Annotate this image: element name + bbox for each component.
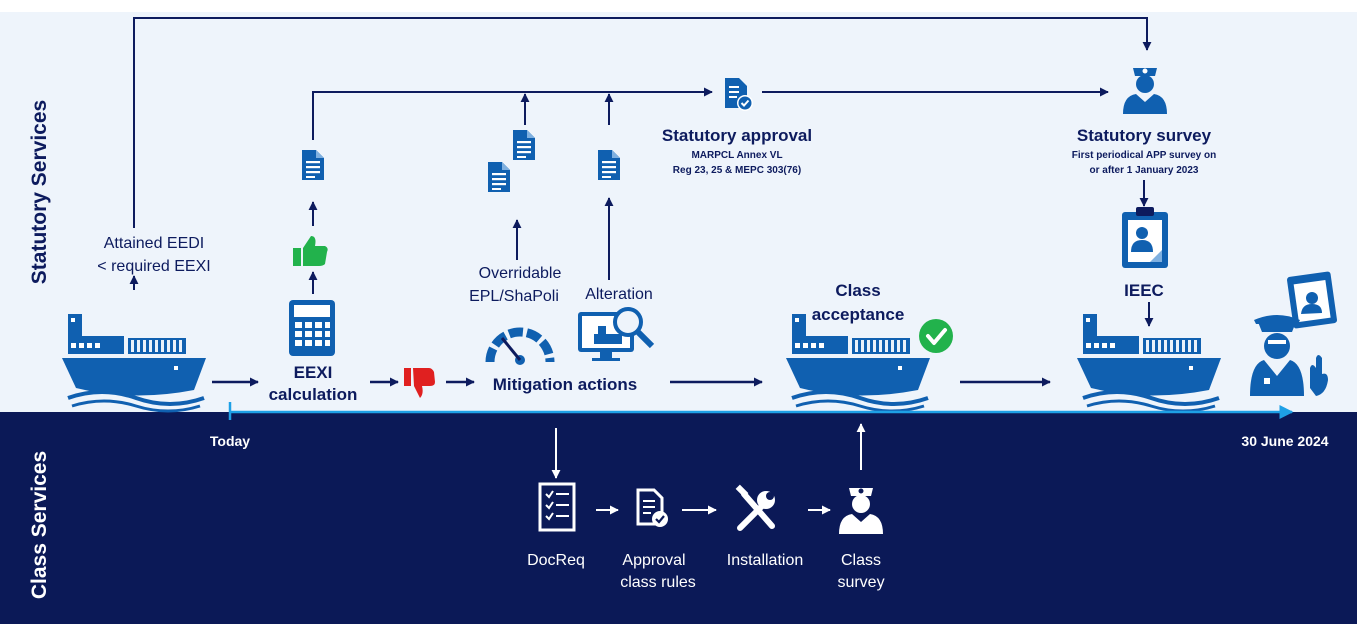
statutory-section-title: Statutory Services [28,100,51,284]
class-section-title: Class Services [28,451,51,599]
eexi-label-2: calculation [269,385,358,404]
overridable-label-2: EPL/ShaPoli [469,288,559,305]
approval-document-icon [636,488,668,527]
installation-label: Installation [727,552,804,569]
alteration-label: Alteration [585,286,653,303]
statutory-approval-title: Statutory approval [662,126,812,145]
deadline-label: 30 June 2024 [1241,433,1328,449]
overridable-label-1: Overridable [479,265,562,282]
statutory-approval-detail-2: Reg 23, 25 & MEPC 303(76) [673,165,801,176]
mitigation-label: Mitigation actions [493,375,638,394]
inspector-icon [839,488,883,534]
class-acceptance-label-2: acceptance [812,305,905,324]
statutory-survey-title: Statutory survey [1077,126,1212,145]
statutory-approval-detail-1: MARPCL Annex VL [691,150,782,161]
gauge-icon [485,327,555,365]
tools-icon [735,484,775,531]
statutory-survey-detail-2: or after 1 January 2023 [1090,165,1199,176]
approval-class-label-2: class rules [620,574,696,591]
class-acceptance-label-1: Class [835,281,880,300]
calculator-icon [289,300,335,356]
docreq-label: DocReq [527,552,585,569]
class-survey-label-1: Class [841,552,881,569]
statutory-approval-line [312,87,713,140]
statutory-survey-detail-1: First periodical APP survey on [1072,150,1217,161]
class-survey-label-2: survey [837,574,884,591]
attained-label-2: < required EEXI [97,258,210,275]
thumbs-up-icon [293,236,328,266]
approval-class-label-1: Approval [622,552,685,569]
officer-icon [1250,271,1338,396]
certificate-icon [1122,207,1168,268]
ieec-label: IEEC [1124,281,1164,300]
today-label: Today [210,433,250,449]
monitor-search-icon [578,307,655,361]
eexi-label-1: EEXI [294,363,333,382]
thumbs-down-icon [404,368,435,398]
attained-label-1: Attained EEDI [104,235,205,252]
check-circle-icon [919,319,953,353]
checklist-icon [538,482,576,532]
top-bypass-arrow [133,17,1152,228]
class-background [0,412,1357,624]
